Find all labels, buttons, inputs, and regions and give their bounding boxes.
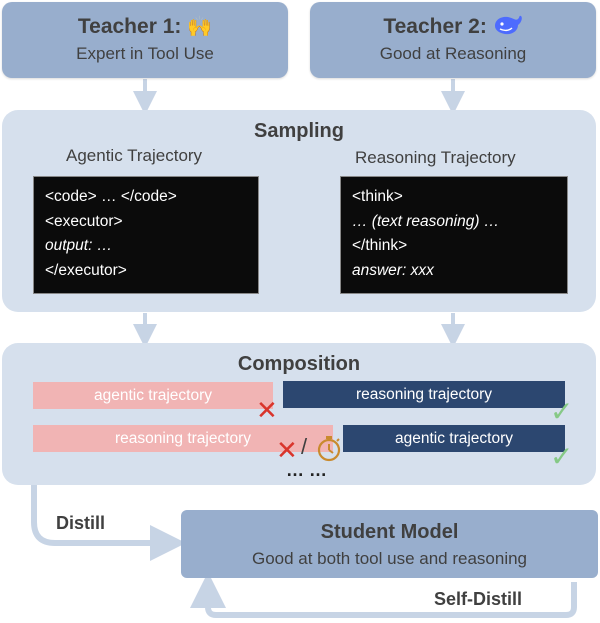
teacher1-title: Teacher 1: xyxy=(77,15,182,38)
reasoning-code-line-1: <think> xyxy=(352,188,403,205)
row2-check-icon: ✓ xyxy=(550,441,574,472)
distill-label: Distill xyxy=(56,513,106,533)
teacher1-subtitle: Expert in Tool Use xyxy=(76,44,214,63)
composition-title: Composition xyxy=(237,353,361,375)
composition-panel: Composition xyxy=(2,343,596,485)
stopwatch-icon xyxy=(317,436,341,462)
agentic-code-line-1: <code> … </code> xyxy=(45,188,177,205)
raised-hands-icon: 🙌 xyxy=(187,16,213,38)
agentic-code-line-2: <executor> xyxy=(45,212,123,230)
row1-reasoning-bar: reasoning trajectory xyxy=(283,381,565,408)
row2-reasoning-bar: reasoning trajectory xyxy=(33,425,333,452)
agentic-code-block: <code> … </code> <executor> output: … </… xyxy=(33,176,259,294)
teacher2-box: Teacher 2: Good at Reasoning xyxy=(310,2,596,78)
self-distill-label: Self-Distill xyxy=(434,589,523,609)
row1-cross-icon: ✕ xyxy=(256,395,278,425)
row2-slash: / xyxy=(301,434,308,459)
teacher1-box: Teacher 1: 🙌 Expert in Tool Use xyxy=(2,2,288,78)
teacher2-title-row: Teacher 2: xyxy=(310,14,596,39)
agentic-code-line-4: </executor> xyxy=(45,261,127,279)
reasoning-code-line-3: </think> xyxy=(352,237,408,254)
reasoning-code-block: <think> … (text reasoning) … </think> an… xyxy=(340,176,568,294)
row2-agentic-bar: agentic trajectory xyxy=(343,425,565,452)
student-model-box: Student Model Good at both tool use and … xyxy=(181,510,598,578)
row2-cross-icon: ✕ xyxy=(276,435,298,465)
agentic-code-line-3: output: … xyxy=(45,237,113,254)
row1-check-icon: ✓ xyxy=(550,396,574,427)
reasoning-code-line-4: answer: xxx xyxy=(352,261,434,279)
whale-logo-icon xyxy=(494,15,522,35)
arrow-self-distill xyxy=(190,572,577,618)
arrow-distill xyxy=(31,485,186,561)
student-title: Student Model xyxy=(320,521,459,543)
teacher2-title: Teacher 2: xyxy=(383,15,487,38)
student-subtitle: Good at both tool use and reasoning xyxy=(251,549,528,568)
reasoning-code-line-2: … (text reasoning) … xyxy=(352,212,500,230)
teacher1-title-row: Teacher 1: 🙌 xyxy=(2,14,288,39)
agentic-trajectory-label: Agentic Trajectory xyxy=(66,146,203,165)
sampling-title: Sampling xyxy=(253,120,344,142)
reasoning-trajectory-label: Reasoning Trajectory xyxy=(355,148,516,167)
row1-agentic-bar: agentic trajectory xyxy=(33,382,273,409)
teacher2-subtitle: Good at Reasoning xyxy=(379,44,527,63)
composition-ellipsis: … … xyxy=(286,460,328,480)
